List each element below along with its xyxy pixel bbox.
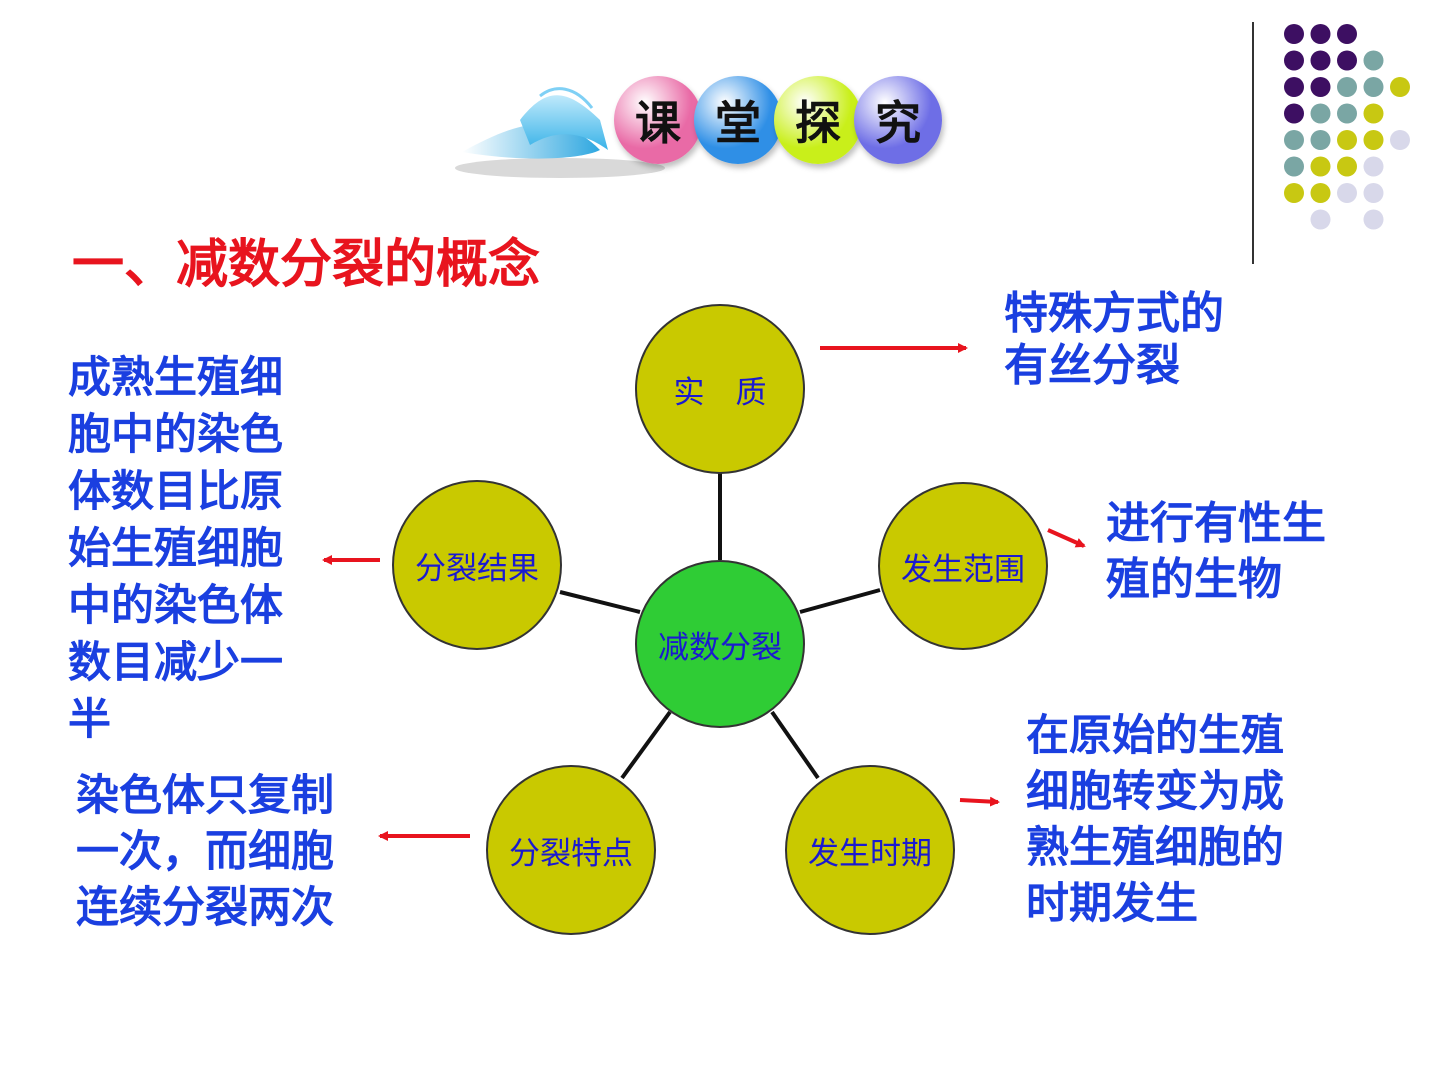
decor-dot [1363,130,1384,150]
note-essence: 特殊方式的 有丝分裂 [1004,288,1224,391]
decor-dot [1390,130,1410,150]
node-center: 减数分裂 [635,560,805,728]
header-badge-ke: 课 [614,76,702,164]
decor-dot [1310,183,1331,203]
decor-dot [1337,50,1357,71]
decor-dot [1310,77,1331,97]
decorative-dot-grid [1284,24,1410,230]
decor-dot [1337,156,1357,177]
section-title: 一、减数分裂的概念 [72,234,541,295]
connector-scope [799,588,881,614]
header-badge-tang: 堂 [694,76,782,164]
note-period: 在原始的生殖 细胞转变为成 熟生殖细胞的 时期发生 [1026,711,1284,929]
header-badge-tan: 探 [774,76,862,164]
arrow-scope [1047,528,1086,548]
connector-result [559,590,641,614]
decor-dot [1310,209,1331,230]
decor-dot [1363,183,1384,203]
decor-dot [1363,77,1384,97]
decor-dot [1284,50,1304,71]
decor-dot [1284,156,1304,177]
node-result: 分裂结果 [392,480,562,650]
divider-line [1252,22,1254,264]
header-badge-jiu: 究 [854,76,942,164]
decor-dot [1310,103,1331,124]
decor-dot [1284,24,1304,44]
open-book-icon [455,87,665,178]
decor-dot [1363,156,1384,177]
node-scope: 发生范围 [878,482,1048,650]
note-features: 染色体只复制 一次，而细胞 连续分裂两次 [76,771,334,933]
node-features: 分裂特点 [486,765,656,935]
decor-dot [1337,103,1357,124]
decor-dot [1390,77,1410,97]
node-period: 发生时期 [785,765,955,935]
decor-dot [1310,24,1331,44]
decor-dot [1310,50,1331,71]
connector-features [620,710,672,780]
arrow-period [959,796,1000,807]
note-scope: 进行有性生 殖的生物 [1106,498,1326,605]
decor-dot [1310,156,1331,177]
node-essence: 实 质 [635,304,805,474]
decor-dot [1284,130,1304,150]
decor-dot [1363,209,1384,230]
decor-dot [1363,103,1384,124]
note-result: 成熟生殖细 胞中的染色 体数目比原 始生殖细胞 中的染色体 数目减少一 半 [68,353,283,745]
decor-dot [1284,77,1304,97]
connector-period [770,710,820,780]
decor-dot [1337,130,1357,150]
decor-dot [1337,77,1357,97]
decor-dot [1363,50,1384,71]
decor-dot [1284,183,1304,203]
decor-dot [1284,103,1304,124]
decor-dot [1337,183,1357,203]
decor-dot [1310,130,1331,150]
decor-dot [1337,24,1357,44]
